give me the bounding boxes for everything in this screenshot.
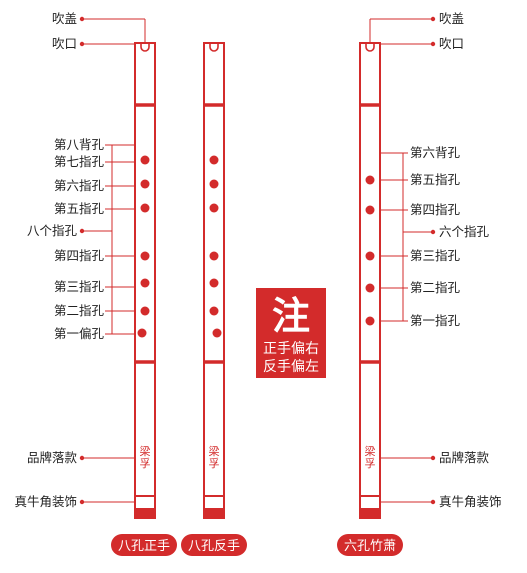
label-horn-decor: 真牛角装饰 bbox=[14, 494, 77, 509]
right-callouts bbox=[369, 18, 433, 503]
hole-4 bbox=[209, 251, 219, 261]
horn-end bbox=[360, 508, 380, 518]
tag-middle-text: 八孔反手 bbox=[188, 539, 240, 554]
mouth-notch bbox=[209, 43, 219, 52]
label-hole-4: 第四指孔 bbox=[410, 202, 461, 217]
hole-2 bbox=[140, 306, 150, 316]
hole-1-offset bbox=[212, 328, 222, 338]
label-cover: 吹盖 bbox=[439, 11, 464, 26]
label-eight-holes: 八个指孔 bbox=[27, 223, 78, 238]
label-hole-4: 第四指孔 bbox=[54, 248, 105, 263]
stamp-char-2: 孚 bbox=[365, 457, 376, 470]
flute-right: 梁 孚 bbox=[359, 42, 381, 519]
stamp-char-2: 孚 bbox=[209, 457, 220, 470]
label-hole-5: 第五指孔 bbox=[54, 201, 105, 216]
note-line-1: 正手偏右 bbox=[263, 341, 319, 357]
label-mouth: 吹口 bbox=[439, 36, 464, 51]
flute-middle: 梁 孚 bbox=[203, 42, 225, 519]
label-brand: 品牌落款 bbox=[439, 450, 490, 465]
left-callout-dots bbox=[79, 16, 85, 505]
hole-7 bbox=[140, 155, 150, 165]
flute-left: 梁 孚 bbox=[134, 42, 156, 519]
label-back-hole-6: 第六背孔 bbox=[410, 145, 461, 160]
label-cover: 吹盖 bbox=[52, 11, 77, 26]
hole-3 bbox=[365, 251, 375, 261]
label-horn-decor: 真牛角装饰 bbox=[439, 494, 502, 509]
hole-5 bbox=[209, 203, 219, 213]
hole-5 bbox=[365, 175, 375, 185]
label-hole-1-offset: 第一偏孔 bbox=[54, 326, 105, 341]
label-six-holes: 六个指孔 bbox=[439, 224, 490, 239]
hole-4 bbox=[365, 205, 375, 215]
hole-2 bbox=[209, 306, 219, 316]
label-brand: 品牌落款 bbox=[27, 450, 78, 465]
horn-end bbox=[204, 508, 224, 518]
tag-middle: 八孔反手 bbox=[181, 534, 247, 556]
hole-3 bbox=[209, 278, 219, 288]
hole-4 bbox=[140, 251, 150, 261]
tag-left: 八孔正手 bbox=[111, 534, 177, 556]
hole-6 bbox=[140, 179, 150, 189]
hole-5 bbox=[140, 203, 150, 213]
stamp-char-1: 梁 bbox=[209, 444, 220, 458]
label-hole-2: 第二指孔 bbox=[54, 303, 105, 318]
label-hole-6: 第六指孔 bbox=[54, 178, 105, 193]
stamp-char-1: 梁 bbox=[140, 444, 151, 458]
hole-6 bbox=[209, 179, 219, 189]
label-hole-5: 第五指孔 bbox=[410, 172, 461, 187]
label-mouth: 吹口 bbox=[52, 36, 77, 51]
note-box: 注 正手偏右 反手偏左 bbox=[256, 288, 326, 378]
tag-left-text: 八孔正手 bbox=[118, 539, 170, 554]
stamp-char-2: 孚 bbox=[140, 457, 151, 470]
label-hole-7: 第七指孔 bbox=[54, 154, 105, 169]
hole-1-offset bbox=[137, 328, 147, 338]
note-line-2: 反手偏左 bbox=[263, 359, 319, 375]
label-hole-3: 第三指孔 bbox=[410, 248, 461, 263]
hole-1 bbox=[365, 316, 375, 326]
mouth-notch bbox=[365, 43, 375, 52]
tag-right: 六孔竹萧 bbox=[337, 534, 403, 556]
note-title: 注 bbox=[272, 294, 310, 338]
mouth-notch bbox=[140, 43, 150, 52]
horn-end bbox=[135, 508, 155, 518]
label-hole-3: 第三指孔 bbox=[54, 279, 105, 294]
left-callouts bbox=[82, 18, 146, 503]
hole-2 bbox=[365, 283, 375, 293]
label-hole-1: 第一指孔 bbox=[410, 313, 461, 328]
watermark: 知乎 @女武神大林 bbox=[411, 542, 519, 558]
right-callout-dots bbox=[430, 16, 436, 505]
hole-7 bbox=[209, 155, 219, 165]
label-back-hole-8: 第八背孔 bbox=[54, 137, 105, 152]
hole-3 bbox=[140, 278, 150, 288]
label-hole-2: 第二指孔 bbox=[410, 280, 461, 295]
tag-right-text: 六孔竹萧 bbox=[344, 539, 396, 554]
stamp-char-1: 梁 bbox=[365, 444, 376, 458]
